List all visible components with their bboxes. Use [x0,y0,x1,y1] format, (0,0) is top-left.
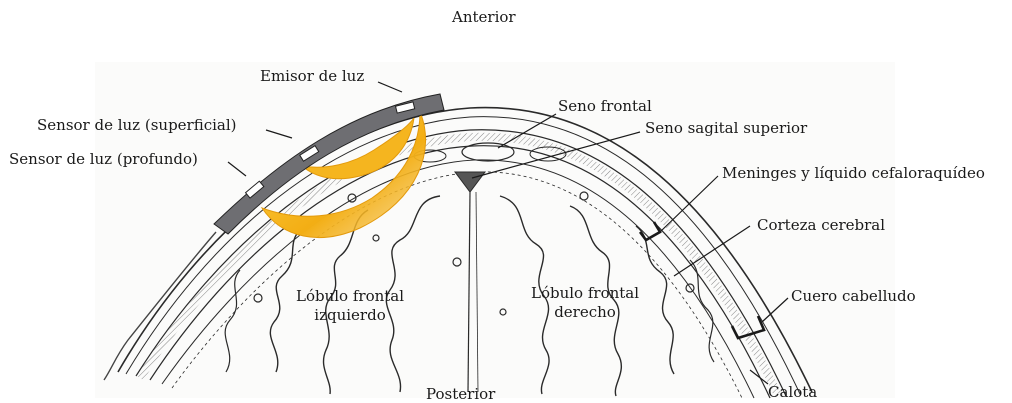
anterior-label: Anterior [452,9,516,26]
scalp-label: Cuero cabelludo [791,288,916,305]
meninges-label: Meninges y líquido cefaloraquídeo [722,165,985,182]
skull-label: Calota [768,384,817,401]
sensor-superficial-label: Sensor de luz (superficial) [37,117,237,134]
right-frontal-lobe-label: Lóbulo frontal derecho [531,285,639,321]
emitter-label: Emisor de luz [260,68,364,85]
right-frontal-lobe-line1: Lóbulo frontal [531,285,639,302]
left-frontal-lobe-line1: Lóbulo frontal [296,288,404,305]
posterior-label: Posterior [426,386,495,403]
sagittal-sinus-label: Seno sagital superior [645,120,807,137]
left-frontal-lobe-line2: izquierdo [296,307,404,324]
sensor-deep-label: Sensor de luz (profundo) [9,151,198,168]
cortex-label: Corteza cerebral [757,217,885,234]
right-frontal-lobe-line2: derecho [531,304,639,321]
left-frontal-lobe-label: Lóbulo frontal izquierdo [296,288,404,324]
frontal-sinus-label: Seno frontal [558,98,652,115]
